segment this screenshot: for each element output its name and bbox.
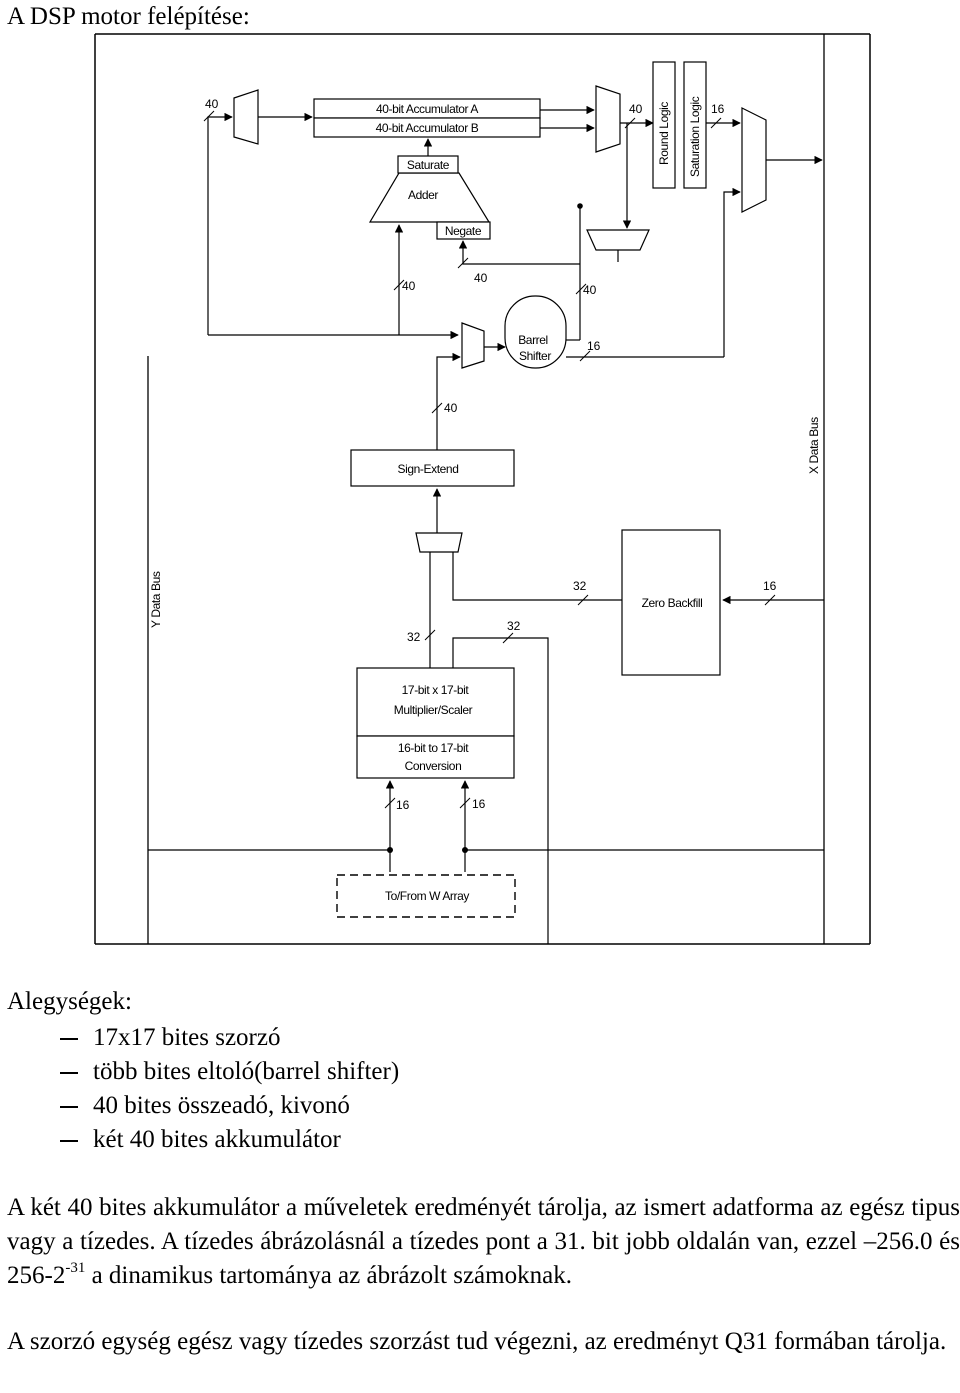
- exponent: -31: [65, 1260, 86, 1276]
- w-array-label: To/From W Array: [385, 889, 469, 903]
- accumulator-output-mux: [595, 85, 621, 153]
- list-item: két 40 bites akkumulátor: [60, 1123, 399, 1157]
- bus-width-conv-right: 16: [472, 797, 486, 811]
- w-array-box: [336, 874, 516, 918]
- bus-width-zero-backfill-in: 16: [763, 579, 777, 593]
- units-list: 17x17 bites szorzó több bites eltoló(bar…: [60, 1021, 399, 1157]
- conversion-label-1: 16-bit to 17-bit: [398, 741, 469, 755]
- multiplier-output-mux: [415, 532, 463, 553]
- conversion-box: [356, 735, 515, 779]
- barrel-shifter-block: [504, 295, 567, 369]
- conversion-label-2: Conversion: [405, 759, 462, 773]
- bus-width-round-out: 16: [711, 102, 725, 116]
- barrel-shifter-label-1: Barrel: [518, 333, 548, 347]
- multiplier-label-2: Multiplier/Scaler: [394, 703, 473, 717]
- dash-bullet: [60, 1140, 78, 1142]
- bus-width-zero-backfill-out: 32: [573, 579, 587, 593]
- round-input-mux: [586, 229, 650, 251]
- bus-width-adder-left: 40: [402, 279, 416, 293]
- accumulator-paragraph: A két 40 bites akkumulátor a műveletek e…: [7, 1194, 960, 1289]
- y-data-bus-label: Y Data Bus: [149, 571, 163, 628]
- dash-bullet: [60, 1038, 78, 1040]
- diagram-frame: [94, 33, 871, 945]
- multiplier-box: [356, 667, 515, 737]
- bus-width-adder-right: 40: [583, 283, 597, 297]
- adder-label: Adder: [408, 188, 438, 202]
- x-data-bus-label: X Data Bus: [807, 417, 821, 474]
- barrel-shifter-label-2: Shifter: [519, 349, 551, 363]
- saturation-logic-label: Saturation Logic: [688, 96, 702, 177]
- list-item: 40 bites összeadó, kivonó: [60, 1089, 399, 1123]
- multiplier-paragraph: A szorzó egység egész vagy tízedes szorz…: [7, 1328, 947, 1355]
- negate-box: [436, 221, 491, 240]
- multiplier-label-1: 17-bit x 17-bit: [402, 683, 470, 697]
- saturation-logic-box: [683, 61, 707, 189]
- round-logic-label: Round Logic: [657, 102, 671, 165]
- bus-width-acc-out: 40: [629, 102, 643, 116]
- zero-backfill-box: [621, 529, 721, 676]
- accumulator-b-label: 40-bit Accumulator B: [376, 121, 479, 135]
- page-title: A DSP motor felépítése:: [7, 3, 250, 30]
- list-item: 17x17 bites szorzó: [60, 1021, 399, 1055]
- zero-backfill-label: Zero Backfill: [642, 596, 703, 610]
- round-logic-box: [652, 61, 676, 189]
- x-bus-output-mux: [741, 107, 767, 213]
- units-heading: Alegységek:: [7, 988, 132, 1015]
- sign-extend-label: Sign-Extend: [398, 462, 459, 476]
- list-item: több bites eltoló(barrel shifter): [60, 1055, 399, 1089]
- saturate-label: Saturate: [407, 158, 450, 172]
- bus-width-adder-negate: 40: [474, 271, 488, 285]
- negate-label: Negate: [445, 224, 482, 238]
- accumulator-a-label: 40-bit Accumulator A: [376, 102, 478, 116]
- bus-width-acc-in: 40: [205, 97, 219, 111]
- bus-width-conv-left: 16: [396, 798, 410, 812]
- accumulator-input-mux: [233, 89, 259, 145]
- dash-bullet: [60, 1106, 78, 1108]
- barrel-input-mux: [461, 322, 485, 369]
- sign-extend-box: [350, 449, 515, 487]
- bus-width-barrel-out: 16: [587, 339, 601, 353]
- bus-width-sign-extend-in: 40: [444, 401, 458, 415]
- bus-width-mult-right: 32: [507, 619, 521, 633]
- dash-bullet: [60, 1072, 78, 1074]
- bus-width-mult-left: 32: [407, 630, 421, 644]
- dsp-engine-block-diagram: X Data Bus Y Data Bus 40-bit Accumulator…: [94, 33, 871, 945]
